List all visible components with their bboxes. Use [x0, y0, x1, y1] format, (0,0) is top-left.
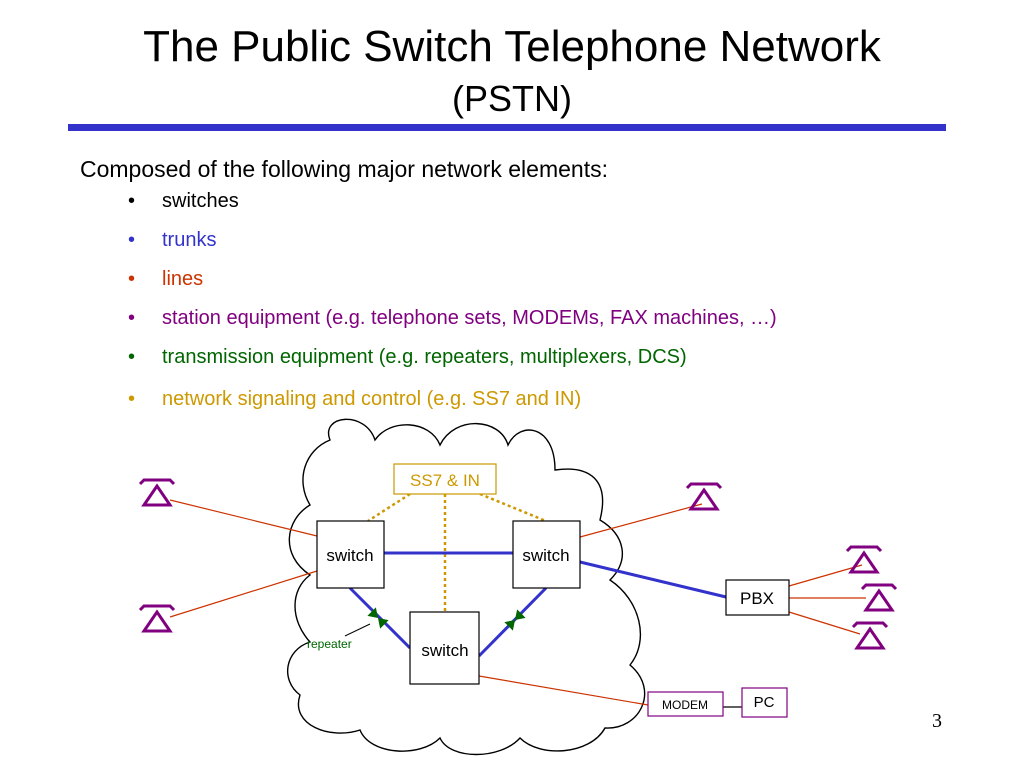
repeater-pointer	[344, 623, 371, 637]
bullet-text: lines	[162, 268, 204, 290]
bullet-item-lines: • lines	[128, 268, 203, 291]
repeater-icon	[504, 609, 526, 631]
telephone-icon	[845, 545, 883, 574]
line-pbx-phone-1	[788, 564, 863, 587]
line-phone-bottom-left	[169, 570, 318, 618]
trunk-left	[348, 586, 412, 650]
title-divider	[68, 124, 946, 131]
switch-label: switch	[522, 546, 569, 565]
switch-label: switch	[326, 546, 373, 565]
telephone-icon	[685, 482, 723, 511]
bullet-item-signaling: • network signaling and control (e.g. SS7…	[128, 388, 581, 411]
intro-text: Composed of the following major network …	[80, 156, 608, 182]
ss7-in-node: SS7 & IN	[393, 463, 497, 495]
telephone-icon	[851, 621, 889, 650]
trunk-pbx	[579, 560, 727, 599]
signaling-link-right	[479, 492, 547, 523]
switch-left: switch	[316, 520, 385, 589]
modem-node: MODEM	[647, 691, 724, 717]
bullet-dot: •	[128, 190, 136, 212]
bullet-text: station equipment (e.g. telephone sets, …	[162, 307, 777, 329]
bullet-item-station-equipment: • station equipment (e.g. telephone sets,…	[128, 307, 777, 330]
bullet-dot: •	[128, 229, 136, 251]
network-cloud	[286, 418, 646, 756]
line-modem	[478, 675, 649, 706]
pbx-label: PBX	[740, 589, 774, 608]
pbx-node: PBX	[725, 579, 790, 616]
bullet-item-switches: • switches	[128, 190, 239, 213]
bullet-text: network signaling and control (e.g. SS7 …	[162, 388, 582, 410]
line-phone-right	[579, 503, 703, 538]
signaling-link-left	[367, 492, 411, 523]
telephone-icon	[860, 583, 898, 612]
bullet-text: trunks	[162, 229, 217, 251]
telephone-icon	[138, 478, 176, 507]
repeater-icon	[367, 607, 389, 629]
bullet-item-transmission-equipment: • transmission equipment (e.g. repeaters,…	[128, 346, 687, 369]
bullet-dot: •	[128, 268, 136, 290]
switch-bottom: switch	[409, 611, 480, 685]
bullet-text: transmission equipment (e.g. repeaters, …	[162, 346, 687, 368]
bullet-dot: •	[128, 346, 136, 368]
slide-title: The Public Switch Telephone Network	[143, 22, 881, 71]
ss7-in-label: SS7 & IN	[410, 471, 480, 490]
bullet-dot: •	[128, 388, 136, 410]
pc-node: PC	[741, 687, 788, 718]
switch-label: switch	[421, 641, 468, 660]
telephone-icon	[138, 604, 176, 633]
line-phone-top-left	[169, 499, 318, 537]
line-pbx-phone-3	[788, 611, 861, 635]
switch-right: switch	[512, 520, 581, 589]
modem-label: MODEM	[662, 698, 708, 712]
repeater-label: repeater	[307, 637, 352, 651]
bullet-dot: •	[128, 307, 136, 329]
pc-label: PC	[754, 694, 775, 711]
page-number: 3	[932, 710, 942, 732]
slide-subtitle: (PSTN)	[452, 78, 572, 119]
bullet-item-trunks: • trunks	[128, 229, 216, 252]
bullet-text: switches	[162, 190, 239, 212]
